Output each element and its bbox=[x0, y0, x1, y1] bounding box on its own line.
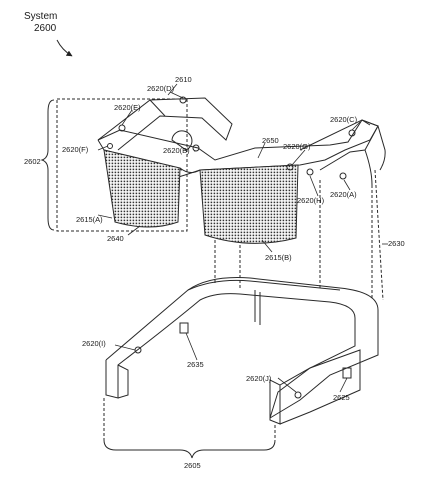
system-number-text: 2600 bbox=[34, 23, 57, 34]
system-title: System bbox=[24, 11, 57, 23]
label-2620f: 2620(F) bbox=[62, 145, 89, 154]
leader-lines bbox=[97, 83, 388, 393]
label-2615b: 2615(B) bbox=[265, 253, 292, 262]
projection-lines bbox=[214, 180, 373, 300]
lens-2615a bbox=[103, 149, 181, 228]
region-2602-dashed-box bbox=[56, 98, 188, 232]
label-2650: 2650 bbox=[262, 136, 279, 145]
sensor-2620j bbox=[294, 391, 302, 399]
stand-base-dashes bbox=[103, 398, 276, 440]
sensor-2620d bbox=[179, 96, 187, 104]
label-2620c: 2620(C) bbox=[330, 115, 358, 124]
label-2620i: 2620(I) bbox=[82, 339, 106, 348]
label-2640: 2640 bbox=[107, 234, 124, 243]
right-temple-arm bbox=[299, 119, 379, 171]
bridge bbox=[179, 167, 201, 174]
label-2635: 2635 bbox=[187, 360, 204, 369]
left-temple-arm bbox=[97, 97, 233, 151]
sensor-2620a bbox=[339, 172, 347, 180]
dashed-line-2630 bbox=[374, 169, 384, 301]
label-2610: 2610 bbox=[175, 75, 192, 84]
label-2615a: 2615(A) bbox=[76, 215, 103, 224]
stand-body bbox=[105, 277, 379, 419]
label-2620j: 2620(J) bbox=[246, 374, 272, 383]
label-2620d: 2620(D) bbox=[147, 84, 175, 93]
system-arrow bbox=[56, 39, 73, 57]
sensor-2620h bbox=[306, 168, 314, 176]
label-2620g: 2620(G) bbox=[283, 142, 311, 151]
label-2602: 2602 bbox=[24, 157, 41, 166]
label-2620b: 2620(B) bbox=[163, 146, 190, 155]
label-2620e: 2620(E) bbox=[114, 103, 141, 112]
label-2605: 2605 bbox=[184, 461, 201, 470]
bracket-2605 bbox=[103, 439, 276, 459]
system-number: 2600 bbox=[34, 23, 56, 35]
sensor-2620f bbox=[107, 143, 113, 149]
label-2625: 2625 bbox=[333, 393, 350, 402]
label-2620a: 2620(A) bbox=[330, 190, 357, 199]
system-title-text: System bbox=[24, 11, 58, 22]
label-2620h: 2620(H) bbox=[297, 196, 325, 205]
earpiece-tip bbox=[364, 125, 386, 186]
slot-2635 bbox=[179, 322, 189, 334]
temple-bump bbox=[171, 130, 193, 151]
sensor-2620g bbox=[286, 163, 294, 171]
bracket-2602 bbox=[40, 99, 55, 231]
lens-2615b bbox=[199, 164, 299, 244]
stand-front-right bbox=[279, 349, 361, 425]
label-2630: 2630 bbox=[388, 239, 405, 248]
